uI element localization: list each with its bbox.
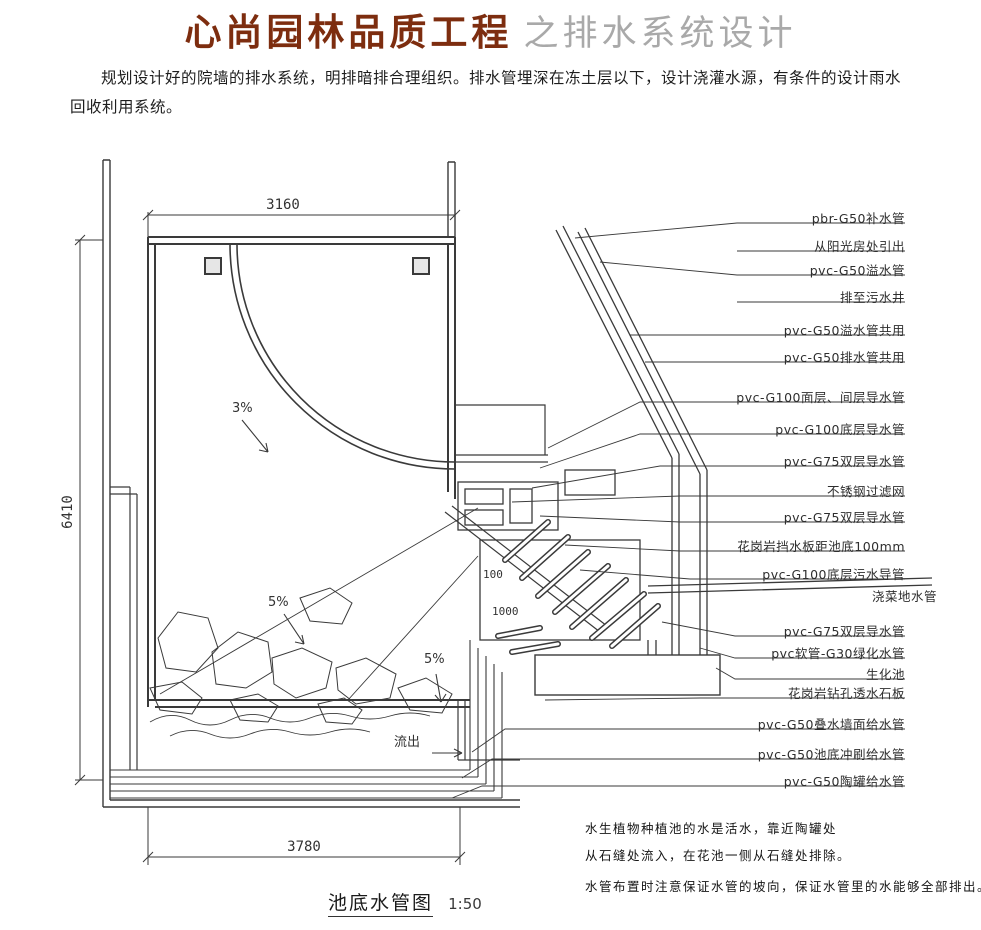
- page-title-main: 心尚园林品质工程: [184, 11, 513, 54]
- dimension-bottom-value: 3780: [287, 839, 321, 855]
- pipe-label-supply: pbr-G50补水管: [811, 211, 905, 226]
- dimension-left-value: 6410: [60, 495, 76, 529]
- dimension-top: 3160: [142, 197, 461, 237]
- pipe-label-overflow-shared: pvc-G50溢水管共用: [783, 323, 905, 338]
- pipe-label-from-sunroom: 从阳光房处引出: [813, 239, 905, 254]
- stones: [149, 587, 453, 725]
- note-line-2: 从石缝处流入，在花池一侧从石缝处排除。: [585, 848, 852, 863]
- dim-100-label: 100: [483, 568, 503, 581]
- pipe-label-g100-bottom: pvc-G100底层导水管: [775, 422, 905, 437]
- dimension-bottom: 3780: [142, 807, 466, 865]
- bio-pool: [534, 654, 721, 696]
- dim-1000-label: 1000: [492, 605, 519, 618]
- pipe-label-flush-supply: pvc-G50池底冲刷给水管: [757, 747, 905, 762]
- dimension-top-value: 3160: [266, 197, 300, 213]
- pipe-label-g100-sewage: pvc-G100底层污水导管: [762, 567, 905, 582]
- drawing-caption: 池底水管图: [328, 892, 434, 917]
- pipe-label-garden: 浇菜地水管: [871, 589, 937, 604]
- page-title-sub: 之排水系统设计: [523, 14, 797, 54]
- note-line-1: 水生植物种植池的水是活水，靠近陶罐处: [585, 821, 838, 836]
- pipe-label-g75-double-3: pvc-G75双层导水管: [783, 624, 905, 639]
- slope-arrows: [241, 419, 463, 758]
- pipe-fan: [495, 519, 661, 655]
- bottom-pipe-bundle: [110, 640, 503, 799]
- pipe-label-soft-g30: pvc软管-G30绿化水管: [771, 646, 905, 661]
- pipe-label-waterfall-supply: pvc-G50叠水墙面给水管: [757, 717, 905, 732]
- pipe-label-overflow: pvc-G50溢水管: [809, 263, 905, 278]
- outer-wall: [102, 159, 520, 808]
- curved-wall: [229, 243, 456, 470]
- water-lines: [149, 712, 431, 739]
- slope-lines: [159, 507, 479, 701]
- slope-label-3: 5%: [424, 652, 445, 667]
- slope-label-1: 3%: [232, 401, 253, 416]
- pipe-label-jar-supply: pvc-G50陶罐给水管: [783, 774, 905, 789]
- leader-lines: [451, 222, 905, 799]
- intro-text: 规划设计好的院墙的排水系统，明排暗排合理组织。排水管埋深在冻土层以下，设计浇灌水…: [70, 69, 902, 116]
- slope-label-2: 5%: [268, 595, 289, 610]
- note-line-3: 水管布置时注意保证水管的坡向，保证水管里的水能够全部排出。: [585, 879, 981, 894]
- pipe-label-g100-surface: pvc-G100面层、间层导水管: [736, 390, 905, 405]
- posts: [204, 257, 430, 275]
- pipe-label-steel-filter: 不锈钢过滤网: [826, 484, 905, 499]
- supply-pipes: [555, 225, 708, 655]
- weir-step: [110, 404, 548, 770]
- pipe-label-bio-pool: 生化池: [865, 667, 905, 682]
- pipe-label-granite-slab: 花岗岩钻孔透水石板: [787, 686, 905, 701]
- drain-pipes: [444, 505, 608, 633]
- pipe-label-g75-double-1: pvc-G75双层导水管: [783, 454, 905, 469]
- outflow-label: 流出: [394, 735, 420, 750]
- dimension-left: 6410: [60, 234, 103, 786]
- pool-walls: [147, 236, 470, 708]
- pipe-label-to-sewage: 排至污水井: [839, 290, 905, 305]
- drawing-scale: 1:50: [448, 895, 482, 913]
- page-title: 心尚园林品质工程 之排水系统设计: [0, 2, 981, 56]
- pipe-label-granite-baffle: 花岗岩挡水板距池底100mm: [737, 539, 905, 554]
- drawing-caption-wrap: 池底水管图 1:50: [328, 888, 482, 917]
- filter-box: [457, 481, 559, 531]
- pipe-label-g75-double-2: pvc-G75双层导水管: [783, 510, 905, 525]
- pipe-label-drain-shared: pvc-G50排水管共用: [783, 350, 905, 365]
